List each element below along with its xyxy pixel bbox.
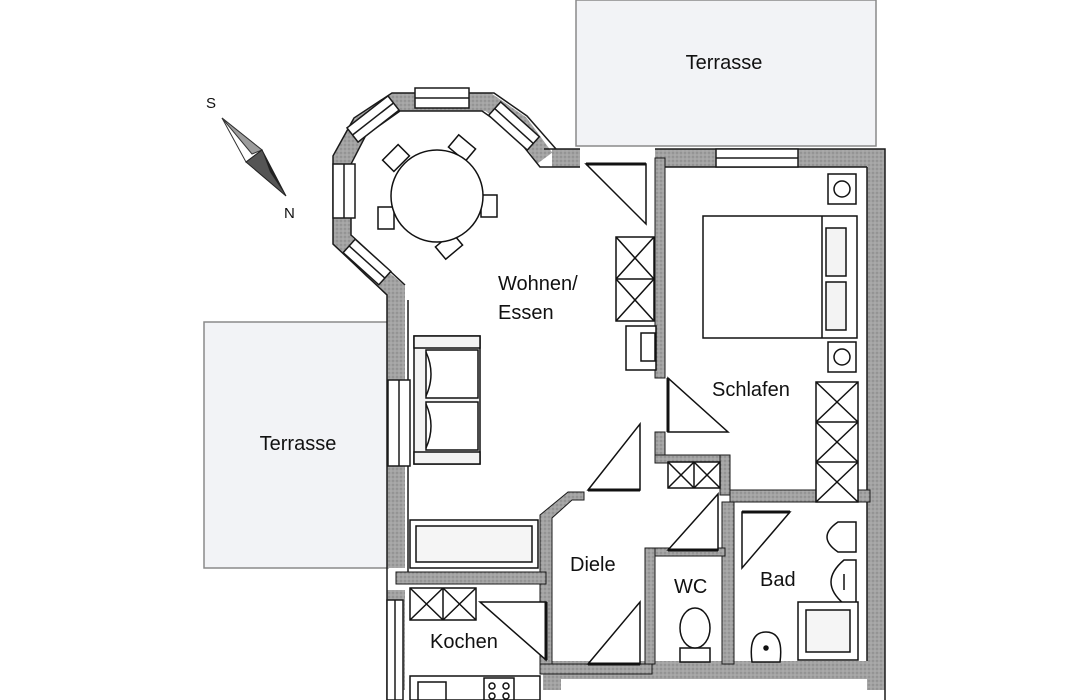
compass-north-label: N <box>284 205 295 222</box>
sideboard <box>409 519 539 569</box>
hall-cabinet <box>667 461 721 489</box>
compass-south-label: S <box>206 95 216 112</box>
bath-label: Bad <box>760 569 796 591</box>
living-label-line1: Wohnen/ <box>498 273 578 295</box>
compass-icon: S N <box>206 95 295 222</box>
kitchen-cabinets <box>409 587 541 700</box>
kitchen-label: Kochen <box>430 631 498 653</box>
desk <box>625 325 657 371</box>
bed <box>702 215 858 339</box>
inner-walls <box>395 157 871 675</box>
shower <box>797 601 859 661</box>
round-table <box>390 149 484 243</box>
nightstands <box>827 173 857 373</box>
doors <box>478 162 792 666</box>
terrace-top: Terrasse <box>575 0 877 147</box>
living-wardrobe <box>615 236 655 322</box>
bedroom-label: Schlafen <box>712 379 790 401</box>
dining-table <box>377 133 498 261</box>
sofa <box>413 335 481 465</box>
windows <box>332 87 799 700</box>
bidet <box>750 631 782 663</box>
terrace-top-label: Terrasse <box>686 52 763 74</box>
wc-toilet <box>679 607 711 663</box>
terrace-left-label: Terrasse <box>260 433 337 455</box>
wc-label: WC <box>674 576 707 598</box>
bath-toilet <box>830 559 857 605</box>
hall-label: Diele <box>570 554 616 576</box>
terrace-left: Terrasse <box>203 321 389 569</box>
living-label-line2: Essen <box>498 302 554 324</box>
bedroom-wardrobe <box>815 381 859 503</box>
bath-sink <box>826 521 857 553</box>
